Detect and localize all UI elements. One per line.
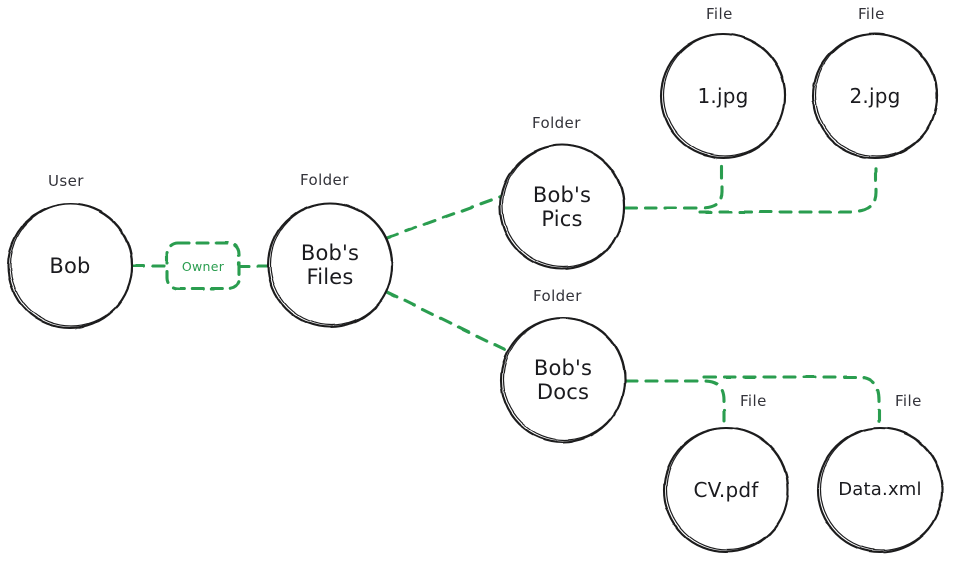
type-label-jpg2: File	[858, 5, 885, 23]
type-label-cvpdf: File	[740, 392, 767, 410]
edge-docs-cvpdf	[624, 379, 726, 432]
node-circle-pics	[498, 143, 626, 271]
type-label-bob: User	[48, 172, 84, 190]
node-bobs-files[interactable]: Bob's Files	[268, 203, 392, 327]
node-bobs-pics[interactable]: Bob's Pics	[500, 145, 624, 269]
node-bob[interactable]: Bob	[8, 204, 132, 328]
edge-files-pics	[385, 193, 507, 240]
type-label-docs: Folder	[533, 287, 582, 305]
node-data-xml-label: Data.xml	[838, 478, 922, 500]
node-bobs-files-label: Bob's Files	[300, 240, 360, 289]
node-circle-files	[266, 201, 394, 329]
node-2-jpg[interactable]: 2.jpg	[813, 34, 937, 158]
node-1-jpg[interactable]: 1.jpg	[661, 34, 785, 158]
edge-docs-dataxml	[702, 375, 881, 432]
node-circle-docs	[499, 316, 627, 444]
node-cv-pdf[interactable]: CV.pdf	[664, 428, 788, 552]
edge-pics-jpg1	[623, 158, 724, 210]
node-circle-dataxml	[816, 426, 944, 554]
node-circle-bob	[6, 202, 134, 330]
edge-files-docs	[385, 290, 508, 352]
node-cv-pdf-label: CV.pdf	[693, 477, 759, 502]
node-bobs-docs-label: Bob's Docs	[533, 355, 593, 404]
type-label-dataxml: File	[895, 392, 922, 410]
type-label-jpg1: File	[706, 5, 733, 23]
edge-pics-jpg2	[698, 158, 878, 214]
node-1-jpg-label: 1.jpg	[697, 83, 749, 108]
edge-label-owner[interactable]: Owner	[181, 258, 225, 274]
node-circle-jpg2	[811, 32, 939, 160]
node-bobs-pics-label: Bob's Pics	[532, 182, 592, 231]
node-bob-label: Bob	[49, 253, 91, 278]
edge-label-owner-chip	[165, 241, 241, 291]
type-label-pics: Folder	[532, 114, 581, 132]
node-2-jpg-label: 2.jpg	[849, 83, 901, 108]
node-data-xml[interactable]: Data.xml	[818, 428, 942, 552]
node-circle-jpg1	[659, 32, 787, 160]
node-bobs-docs[interactable]: Bob's Docs	[501, 318, 625, 442]
type-label-files: Folder	[300, 171, 349, 189]
node-circle-cvpdf	[662, 426, 790, 554]
